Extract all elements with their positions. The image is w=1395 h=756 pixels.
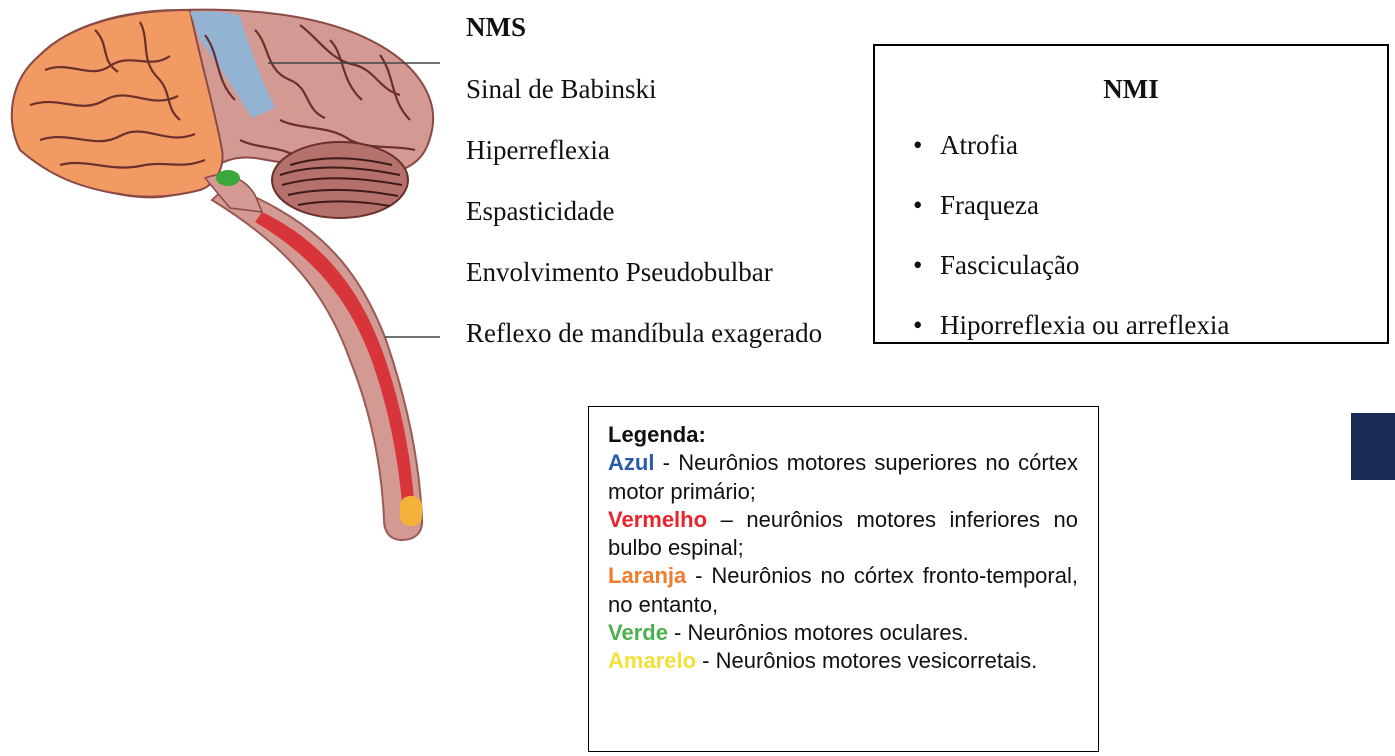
vesicorectal-neuron-area — [400, 496, 422, 526]
legend-key: Verde — [608, 620, 668, 645]
nmi-title: NMI — [875, 74, 1387, 105]
nms-item: Hiperreflexia — [466, 131, 822, 192]
legend-entry-vermelho: Vermelho – neurônios motores inferiores … — [608, 506, 1078, 563]
legend-entry-verde: Verde - Neurônios motores oculares. — [608, 619, 1078, 647]
nms-item: Envolvimento Pseudobulbar — [466, 253, 822, 314]
legend-key: Amarelo — [608, 648, 696, 673]
legend-key: Azul — [608, 450, 654, 475]
nms-item: Espasticidade — [466, 192, 822, 253]
legend-key: Vermelho — [608, 507, 707, 532]
nms-list: Sinal de Babinski Hiperreflexia Espastic… — [466, 70, 822, 375]
nms-item: Sinal de Babinski — [466, 70, 822, 131]
legend-separator: - — [668, 620, 688, 645]
legend-separator: – — [707, 507, 746, 532]
legend-text: Neurônios motores superiores no córtex m… — [608, 450, 1078, 503]
legend-separator: - — [686, 563, 711, 588]
ocular-motor-neuron-area — [216, 170, 240, 186]
legend-box: Legenda: Azul - Neurônios motores superi… — [588, 406, 1099, 752]
nmi-item: Atrofia — [913, 126, 1229, 186]
nmi-item: Fasciculação — [913, 246, 1229, 306]
nms-item: Reflexo de mandíbula exagerado — [466, 314, 822, 375]
navigation-tab-icon[interactable] — [1351, 413, 1395, 480]
legend-separator: - — [696, 648, 716, 673]
legend-entry-amarelo: Amarelo - Neurônios motores vesicorretai… — [608, 647, 1078, 675]
legend-title: Legenda: — [608, 421, 1078, 449]
nmi-box: NMI Atrofia Fraqueza Fasciculação Hiporr… — [873, 44, 1389, 344]
nms-title: NMS — [466, 12, 526, 43]
nmi-list: Atrofia Fraqueza Fasciculação Hiporrefle… — [913, 126, 1229, 366]
legend-entry-azul: Azul - Neurônios motores superiores no c… — [608, 449, 1078, 506]
brain-spinal-cord-illustration — [0, 0, 440, 560]
legend-key: Laranja — [608, 563, 686, 588]
cerebellum — [272, 142, 408, 218]
legend-separator: - — [654, 450, 678, 475]
legend-text: Neurônios motores vesicorretais. — [716, 648, 1038, 673]
nmi-item: Fraqueza — [913, 186, 1229, 246]
legend-entry-laranja: Laranja - Neurônios no córtex fronto-tem… — [608, 562, 1078, 619]
nmi-item: Hiporreflexia ou arreflexia — [913, 306, 1229, 366]
spinal-cord — [212, 185, 422, 540]
legend-text: Neurônios motores oculares. — [688, 620, 969, 645]
